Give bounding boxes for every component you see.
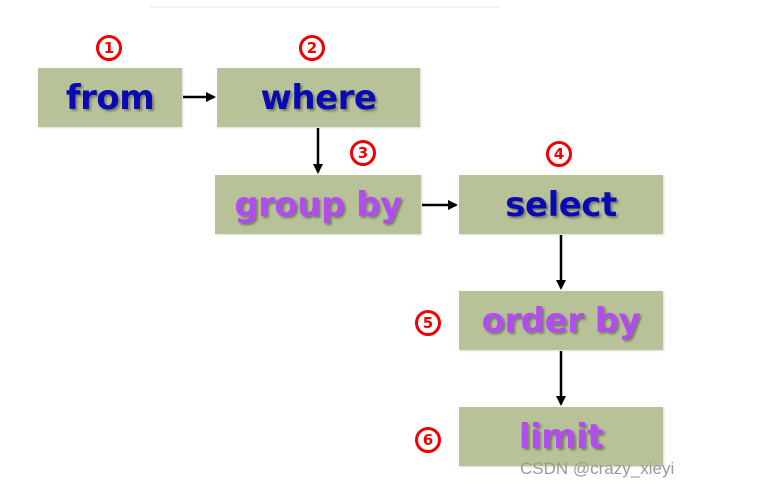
step-4-badge: 4 — [546, 141, 572, 167]
order-by-box: order by — [459, 291, 663, 350]
group-by-box: group by — [215, 175, 421, 234]
step-1-number: 1 — [103, 38, 115, 57]
watermark-text: CSDN @crazy_xieyi — [520, 459, 675, 478]
step-5-number: 5 — [422, 313, 434, 332]
step-6-number: 6 — [422, 430, 434, 449]
step-2-number: 2 — [306, 38, 318, 57]
top-divider — [150, 6, 500, 8]
where-label: where — [260, 77, 377, 118]
limit-label: limit — [518, 416, 604, 457]
where-box: where — [217, 68, 420, 127]
group-by-label: group by — [234, 184, 402, 225]
step-1-badge: 1 — [96, 35, 122, 61]
select-box: select — [459, 175, 663, 234]
from-box: from — [38, 68, 182, 127]
select-label: select — [505, 184, 617, 225]
step-2-badge: 2 — [299, 35, 325, 61]
step-4-number: 4 — [553, 144, 565, 163]
from-label: from — [65, 77, 155, 118]
step-6-badge: 6 — [415, 427, 441, 453]
order-by-label: order by — [481, 300, 641, 341]
limit-box: limit — [459, 407, 663, 466]
step-3-number: 3 — [357, 143, 369, 162]
step-5-badge: 5 — [415, 310, 441, 336]
step-3-badge: 3 — [350, 140, 376, 166]
